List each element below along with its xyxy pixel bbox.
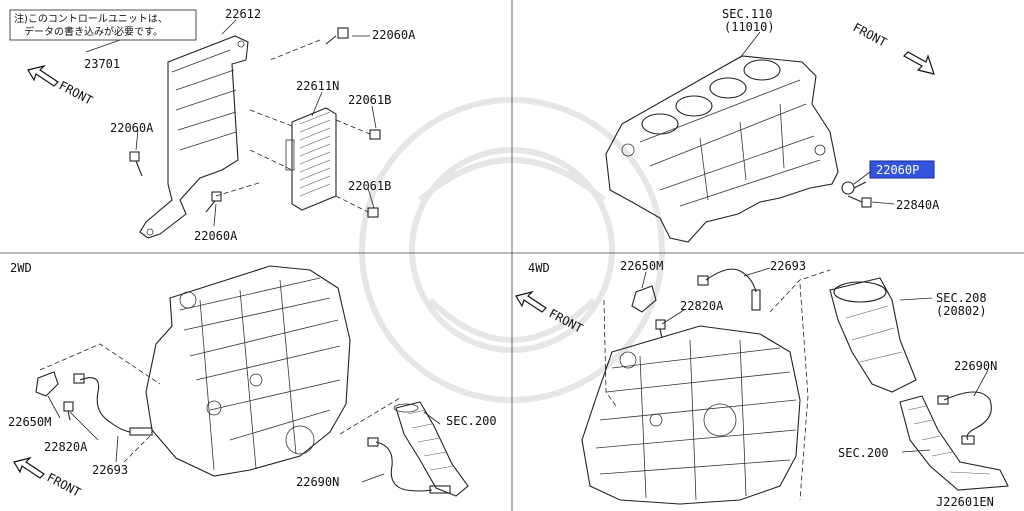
engine-assembly-2wd (145, 265, 351, 477)
label-sec200: SEC.200 (446, 414, 497, 428)
panel-tag-4wd: 4WD (528, 261, 550, 275)
label-22690N: 22690N (954, 359, 997, 373)
label-front: FRONT (57, 78, 95, 107)
label-22693: 22693 (770, 259, 806, 273)
cylinder-block (605, 55, 839, 243)
nut-22061B-bottom (367, 207, 379, 218)
front-arrow-icon (27, 64, 59, 87)
nut-22061B-top (369, 129, 381, 140)
ecm-22611N (291, 107, 337, 211)
bolt-22060A-bottom (205, 191, 222, 213)
bolt-22840A (847, 195, 872, 208)
label-sec208: SEC.208 (936, 291, 987, 305)
label-22061B-bottom: 22061B (348, 179, 391, 193)
label-sec110: SEC.110 (722, 7, 773, 21)
bolt-22060A-top (325, 27, 349, 45)
note-line-1: 注)このコントロールユニットは、 (14, 12, 168, 25)
bolt-22060A-left (129, 151, 143, 177)
highlight-22060P[interactable] (869, 160, 935, 179)
label-front: FRONT (45, 470, 83, 499)
exhaust-manifold-sec208 (829, 277, 917, 393)
note-box (9, 9, 197, 41)
diagram-id: J22601EN (936, 495, 994, 509)
label-22060P[interactable]: 22060P (876, 163, 919, 177)
label-22611N: 22611N (296, 79, 339, 93)
label-22060A-bottom: 22060A (194, 229, 238, 243)
oxygen-sensor-22693 (697, 268, 761, 311)
panel-control-unit: 注)このコントロールユニットは、 データの書き込みが必要です。 (9, 7, 416, 243)
front-arrow-icon (903, 51, 935, 75)
label-22820A: 22820A (680, 299, 724, 313)
label-22060A-left: 22060A (110, 121, 154, 135)
oxygen-sensor-22690N (937, 391, 992, 445)
bracket-22650M (35, 371, 59, 397)
note-line-2: データの書き込みが必要です。 (24, 25, 163, 38)
label-22060A-top: 22060A (372, 28, 416, 42)
label-front: FRONT (851, 20, 889, 49)
bolt-22820A (655, 319, 666, 339)
label-sec110-ref: (11010) (724, 20, 775, 34)
front-arrow-icon (13, 456, 45, 479)
oxygen-sensor-22690N (367, 437, 451, 494)
label-sec200: SEC.200 (838, 446, 889, 460)
catalyst-sec200 (393, 401, 469, 497)
panel-tag-2wd: 2WD (10, 261, 32, 275)
engine-assembly-4wd (581, 325, 801, 505)
label-22820A: 22820A (44, 440, 88, 454)
label-sec208-ref: (20802) (936, 304, 987, 318)
bolt-22820A (63, 401, 74, 421)
label-22840A: 22840A (896, 198, 940, 212)
oxygen-sensor-22693 (73, 373, 153, 436)
label-22690N: 22690N (296, 475, 339, 489)
label-22061B-top: 22061B (348, 93, 391, 107)
bracket-22612 (139, 35, 249, 239)
label-22693: 22693 (92, 463, 128, 477)
catalyst-sec200 (899, 395, 1009, 491)
front-arrow-icon (515, 290, 547, 313)
label-22612: 22612 (225, 7, 261, 21)
panel-4wd: 4WD (515, 259, 1009, 509)
bracket-22650M (631, 285, 657, 313)
label-22650M: 22650M (8, 415, 51, 429)
label-22650M: 22650M (620, 259, 663, 273)
label-23701: 23701 (84, 57, 120, 71)
panel-cylinder-block: SEC.110 (11010) 22060P 22840A FRONT (605, 7, 940, 243)
knock-sensor-22060P (841, 181, 867, 195)
